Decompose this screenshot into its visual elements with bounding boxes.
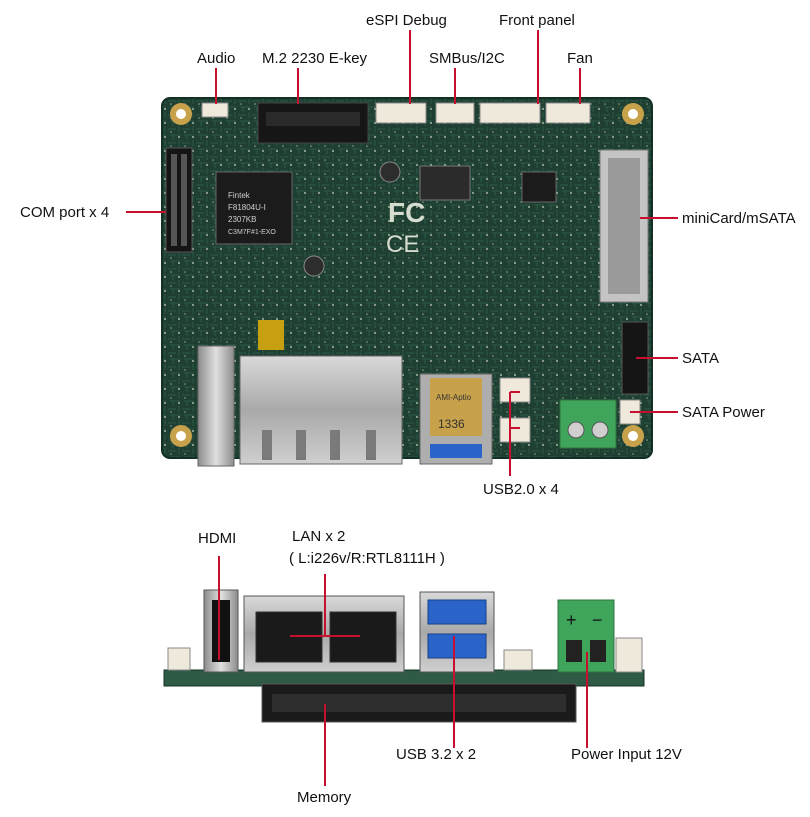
chip-marking-line-2: F81804U-I [228,203,266,212]
label-lan-line1: LAN x 2 [292,528,346,545]
board-side-view: + − [163,589,645,723]
label-hdmi: HDMI [198,530,237,547]
com-header [165,147,193,253]
board-top-view: Fintek F81804U-I 2307KB C3M7F#1-EXO FC C… [161,97,653,467]
ssd-marking-line-2: 1336 [438,417,465,431]
hdmi-top [197,345,235,467]
label-lan-line2: ( L:i226v/R:RTL8111H ) [289,550,445,567]
label-com: COM port x 4 [20,204,110,221]
leader-lines-top [126,30,678,476]
label-fan: Fan [567,50,593,67]
label-minicard: miniCard/mSATA [682,210,796,227]
terminal-minus: − [592,610,603,630]
chip-marking-line-4: C3M7F#1-EXO [228,229,276,236]
terminal-plus: + [566,610,577,630]
label-espi: eSPI Debug [366,12,447,29]
front-panel-header [479,102,541,124]
label-memory: Memory [297,789,352,806]
chip-marking-line-3: 2307KB [228,215,256,224]
label-sata-power: SATA Power [682,404,765,421]
audio-header [201,102,229,118]
usb2-header-b [499,417,531,443]
ce-mark: CE [386,231,419,258]
power-terminal-top [559,399,617,449]
smbus-header [435,102,475,124]
label-sata: SATA [682,350,719,367]
fan-header [545,102,591,124]
label-audio: Audio [197,50,236,67]
leader-lines-side [218,556,588,786]
small-header-mid [503,649,533,671]
chip-marking-line-1: Fintek [228,191,251,200]
superio-chip [215,171,293,245]
fc-mark: FC [388,197,425,228]
label-front-panel: Front panel [499,12,575,29]
label-smbus: SMBus/I2C [429,50,505,67]
ssd-marking-line-1: AMI-Aptio [436,393,472,402]
small-header-left [167,647,191,671]
small-header-right [615,637,643,673]
label-power-input: Power Input 12V [571,746,682,763]
label-usb32: USB 3.2 x 2 [396,746,477,763]
espi-header [375,102,427,124]
mounting-holes [170,103,644,447]
label-m2: M.2 2230 E-key [262,50,368,67]
usb2-header-a [499,377,531,403]
label-usb20: USB2.0 x 4 [483,481,559,498]
